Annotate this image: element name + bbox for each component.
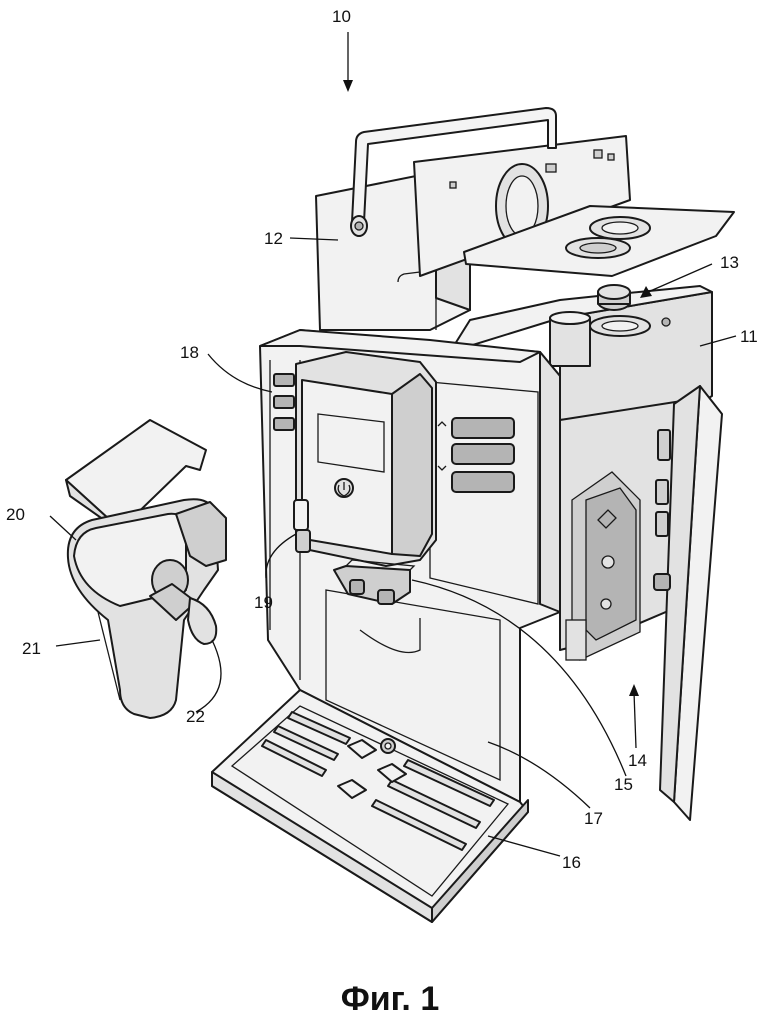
label-14: 14	[628, 751, 647, 770]
label-18: 18	[180, 343, 199, 362]
left-button-column	[274, 374, 294, 430]
label-21: 21	[22, 639, 41, 658]
label-20: 20	[6, 505, 25, 524]
label-11: 11	[740, 327, 758, 346]
control-display-unit	[296, 352, 436, 566]
label-15: 15	[614, 775, 633, 794]
label-10: 10	[332, 7, 351, 26]
label-16: 16	[562, 853, 581, 872]
label-22: 22	[186, 707, 205, 726]
label-13: 13	[720, 253, 739, 272]
label-19: 19	[254, 593, 273, 612]
label-12: 12	[264, 229, 283, 248]
milk-container	[66, 420, 226, 718]
figure-caption: Фиг. 1	[341, 980, 439, 1018]
coffee-machine	[212, 108, 734, 922]
label-17: 17	[584, 809, 603, 828]
milk-outlet	[294, 500, 310, 552]
